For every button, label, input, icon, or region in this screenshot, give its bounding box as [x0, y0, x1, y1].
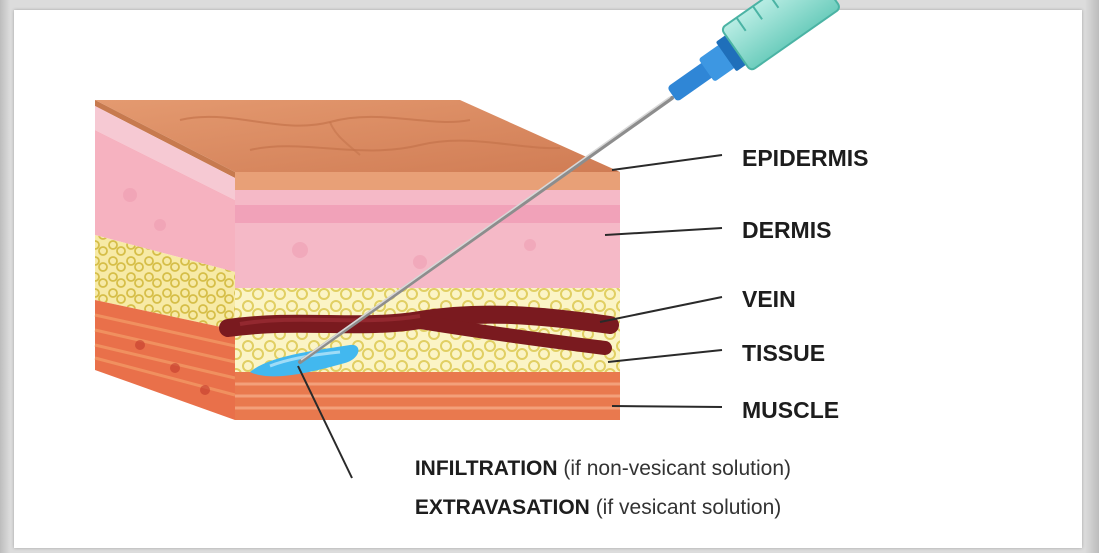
label-tissue: TISSUE: [742, 340, 825, 366]
caption-infiltration-note: (if non-vesicant solution): [558, 457, 791, 480]
caption-extravasation: EXTRAVASATION (if vesicant solution): [374, 496, 810, 519]
caption-extravasation-term: EXTRAVASATION: [415, 496, 590, 519]
label-dermis: DERMIS: [742, 217, 831, 243]
label-vein: VEIN: [742, 286, 796, 312]
leader-epidermis: [612, 155, 722, 170]
caption-infiltration: INFILTRATION (if non-vesicant solution): [374, 457, 820, 480]
caption-infiltration-term: INFILTRATION: [415, 457, 558, 480]
leader-muscle: [612, 406, 722, 407]
leader-dermis: [605, 228, 722, 235]
leader-tissue: [608, 350, 722, 362]
label-muscle: MUSCLE: [742, 397, 839, 423]
skin-front-face: [235, 172, 620, 420]
caption-extravasation-note: (if vesicant solution): [590, 496, 781, 519]
label-epidermis: EPIDERMIS: [742, 145, 869, 171]
